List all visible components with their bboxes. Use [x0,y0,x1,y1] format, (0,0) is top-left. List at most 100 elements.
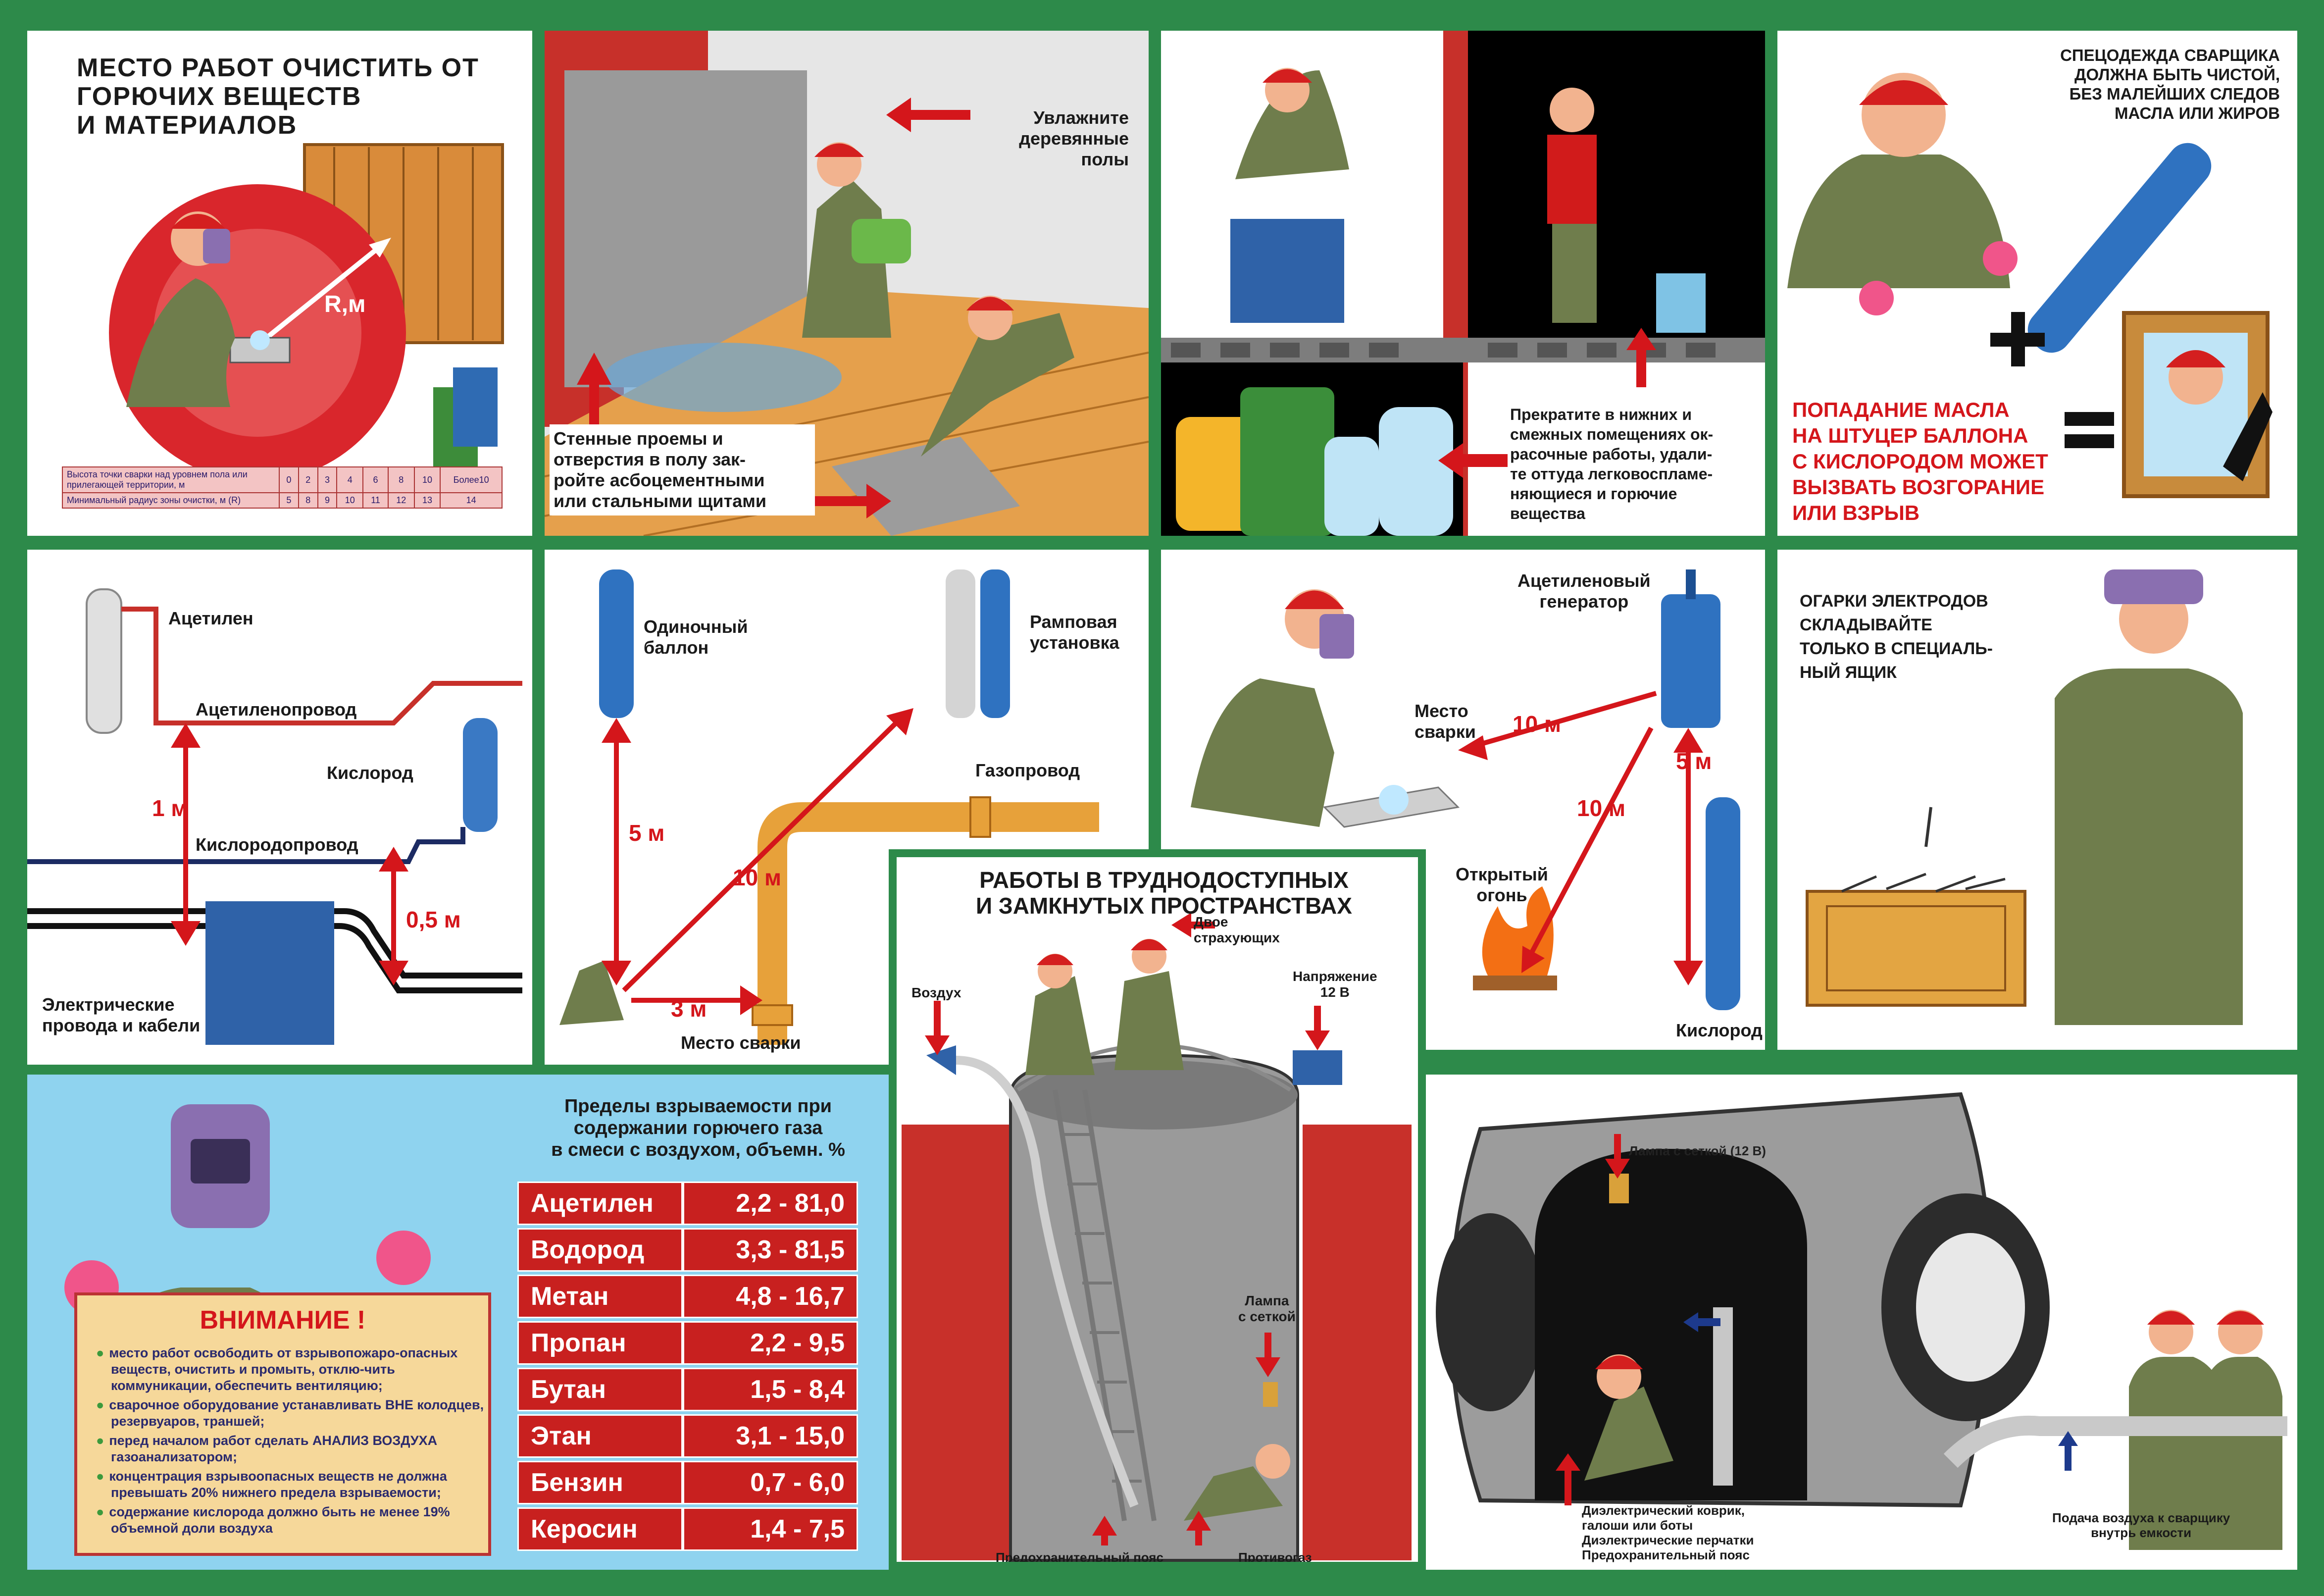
oil-warning-illustration [1787,73,2273,498]
gas-name: Бутан [517,1368,683,1411]
lamp-label: Лампа с сеткой [1238,1293,1296,1324]
air-supply-label: Подача воздуха к сварщику внутрь емкости [2052,1510,2230,1540]
gas-name: Пропан [517,1321,683,1365]
cover-openings-text: Стенные проемы и отверстия в полу зак- р… [550,424,815,515]
panel-clean-clothing: СПЕЦОДЕЖДА СВАРЩИКА ДОЛЖНА БЫТЬ ЧИСТОЙ, … [1777,31,2297,536]
distance-10m-fire: 10 м [1577,795,1625,821]
attention-box: ВНИМАНИЕ ! место работ освободить от взр… [74,1292,491,1556]
list-item: сварочное оборудование устанавливать ВНЕ… [109,1397,487,1430]
weld-place-label-7: Место сварки [1415,701,1476,742]
table-cell: 4 [336,466,364,493]
gas-range: 3,1 - 15,0 [683,1414,858,1458]
list-item: концентрация взрывоопасных веществ не до… [109,1468,487,1501]
table-cell: 2 [298,466,318,493]
gas-name: Метан [517,1275,683,1318]
panel-pipe-distances: Ацетилен Ацетиленопровод Кислород Кислор… [27,550,532,1065]
clothing-text: СПЕЦОДЕЖДА СВАРЩИКА ДОЛЖНА БЫТЬ ЧИСТОЙ, … [2060,46,2280,122]
panel-generator-distances: Ацетиленовый генератор Место сварки Откр… [1161,550,1765,1050]
pipes-illustration [27,588,522,1045]
panel-clean-workplace: МЕСТО РАБОТ ОЧИСТИТЬ ОТ ГОРЮЧИХ ВЕЩЕСТВ … [27,31,532,536]
list-item: содержание кислорода должно быть не мене… [109,1504,487,1537]
air-label: Воздух [911,985,961,1000]
list-item: место работ освободить от взрывопожаро-о… [109,1345,487,1394]
gas-name: Бензин [517,1461,683,1504]
distance-5m: 5 м [629,820,665,846]
gas-name: Этан [517,1414,683,1458]
panel1-title: МЕСТО РАБОТ ОЧИСТИТЬ ОТ ГОРЮЧИХ ВЕЩЕСТВ … [77,53,479,140]
gas-name: Водород [517,1228,683,1272]
gas-mask-label: Противогаз [1238,1550,1312,1565]
table-cell: 12 [387,492,415,509]
gas-range: 2,2 - 81,0 [683,1182,858,1225]
table-cell: 5 [279,492,299,509]
height-row-label: Высота точки сварки над уровнем пола или… [62,466,280,493]
panel-explosive-limits: Пределы взрываемости при содержании горю… [27,1075,889,1570]
distance-5m-cylinder: 5 м [1676,748,1712,774]
safety-belt-label: Предохранительный пояс [996,1550,1163,1565]
painting-illustration [1161,31,1765,536]
table-cell: 14 [440,492,503,509]
gas-range: 3,3 - 81,5 [683,1228,858,1272]
panel-stop-painting: Прекратите в нижних и смежных помещениях… [1161,31,1765,536]
cables-label: Электрические провода и кабели [42,994,201,1035]
distance-10m-generator: 10 м [1513,711,1561,737]
two-guards-label: Двое страхующих [1194,914,1280,945]
dielectric-label: Диэлектрический коврик, галоши или боты … [1582,1503,1754,1562]
panel-electrode-stubs: ОГАРКИ ЭЛЕКТРОДОВ СКЛАДЫВАЙТЕ ТОЛЬКО В С… [1777,550,2297,1050]
panel-wooden-floor: Увлажните деревянные полы Стенные проемы… [545,31,1149,536]
electrode-stubs-text: ОГАРКИ ЭЛЕКТРОДОВ СКЛАДЫВАЙТЕ ТОЛЬКО В С… [1800,592,1993,682]
oxygen-pipe-label: Кислородопровод [196,834,358,855]
table-cell: 8 [387,466,415,493]
list-item: перед началом работ сделать АНАЛИЗ ВОЗДУ… [109,1433,487,1465]
table-cell: Более10 [440,466,503,493]
gas-range: 2,2 - 9,5 [683,1321,858,1365]
distance-3m: 3 м [671,996,707,1022]
cylinders-illustration [559,569,1099,1045]
oxygen-label-7: Кислород [1676,1020,1763,1040]
gas-range: 1,5 - 8,4 [683,1368,858,1411]
oil-warning-text: ПОПАДАНИЕ МАСЛА НА ШТУЦЕР БАЛЛОНА С КИСЛ… [1792,398,2048,524]
table-cell: 8 [298,492,318,509]
panel-confined-spaces: РАБОТЫ В ТРУДНОДОСТУПНЫХ И ЗАМКНУТЫХ ПРО… [889,849,1426,1570]
table-cell: 13 [413,492,441,509]
confined-spaces-title: РАБОТЫ В ТРУДНОДОСТУПНЫХ И ЗАМКНУТЫХ ПРО… [976,867,1352,919]
radius-label: R,м [324,291,366,317]
acetylene-pipe-label: Ацетиленопровод [196,699,357,720]
explosive-limits-title: Пределы взрываемости при содержании горю… [551,1096,845,1160]
gas-name: Ацетилен [517,1182,683,1225]
electrode-box-illustration [1806,569,2243,1025]
attention-title: ВНИМАНИЕ ! [200,1306,366,1335]
generator-label: Ацетиленовый генератор [1517,570,1651,612]
moisten-floors-text: Увлажните деревянные полы [1019,107,1129,169]
table-cell: 9 [317,492,338,509]
gas-pipe-label: Газопровод [975,760,1080,780]
voltage-label: Напряжение 12 В [1293,969,1377,1000]
confined-space-illustration [902,913,1412,1562]
open-fire-label: Открытый огонь [1456,864,1548,905]
gas-name: Керосин [517,1507,683,1551]
table-cell: 10 [413,466,441,493]
gas-range: 1,4 - 7,5 [683,1507,858,1551]
attention-list: место работ освободить от взрывопожаро-о… [92,1345,487,1540]
tank-illustration [1421,1075,2297,1570]
ramp-label: Рамповая установка [1030,612,1119,653]
lamp-12v-label: Лампа с сеткой (12 В) [1629,1143,1766,1158]
radius-row-label: Минимальный радиус зоны очистки, м (R) [62,492,280,509]
single-cylinder-label: Одиночный баллон [644,617,748,658]
generator-illustration [1191,569,1740,1010]
acetylene-label: Ацетилен [168,608,253,628]
radius-table: Высота точки сварки над уровнем пола или… [62,466,503,509]
oxygen-label: Кислород [327,763,413,783]
table-cell: 10 [336,492,364,509]
table-cell: 11 [362,492,389,509]
gas-range: 4,8 - 16,7 [683,1275,858,1318]
distance-10m: 10 м [733,865,781,890]
